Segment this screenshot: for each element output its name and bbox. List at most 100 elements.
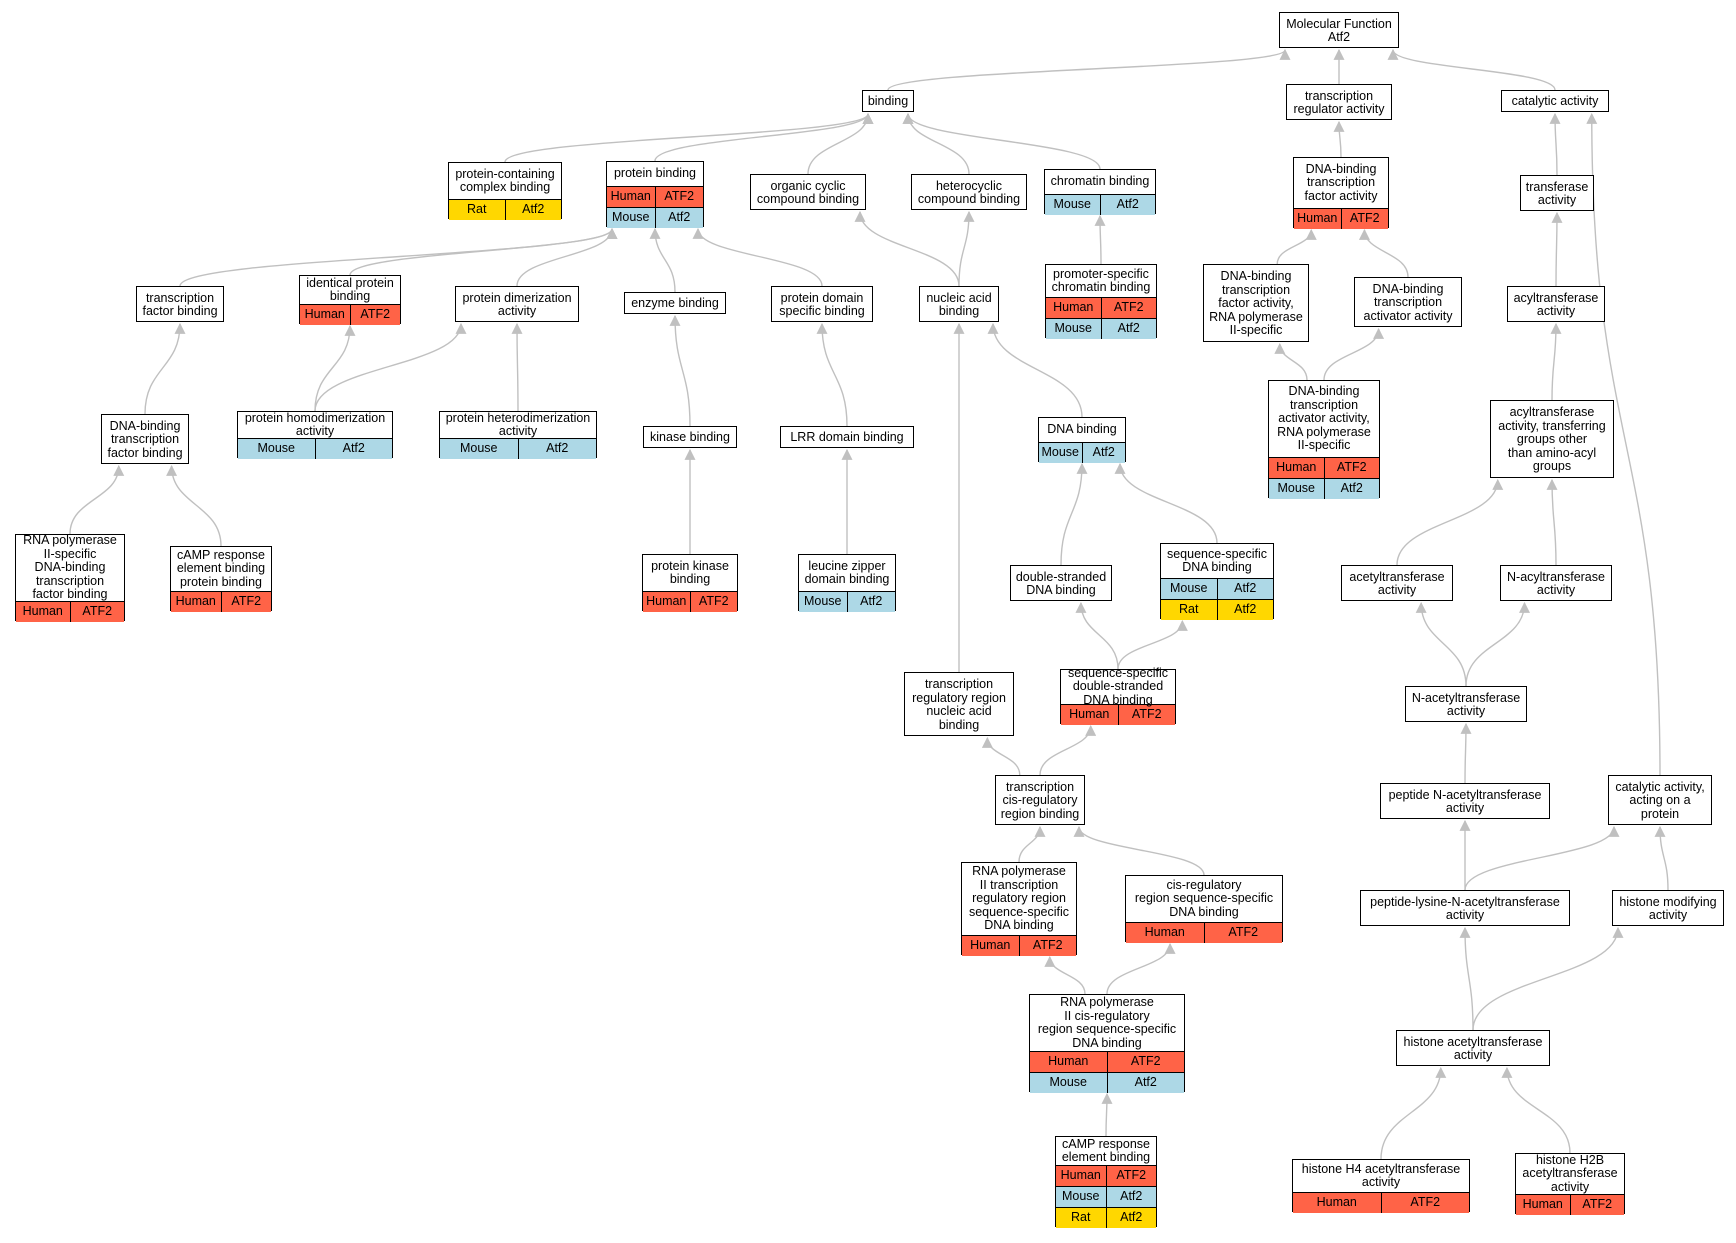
go-term-node-camp1[interactable]: cAMP response element binding protein bi… — [170, 546, 272, 612]
go-term-node-dbtfa2[interactable]: DNA-binding transcription factor activit… — [1203, 264, 1309, 342]
gene-cell: Atf2 — [1216, 600, 1274, 620]
edge-acyl2-to-acyl — [1550, 322, 1562, 401]
go-term-node-occb[interactable]: organic cyclic compound binding — [750, 174, 866, 210]
go-term-node-hma[interactable]: histone modifying activity — [1612, 890, 1724, 926]
go-term-label: binding — [867, 94, 909, 109]
go-term-label: RNA polymerase II cis-regulatory region … — [1037, 995, 1177, 1050]
go-term-node-mf[interactable]: Molecular Function Atf2 — [1279, 12, 1399, 48]
species-cell: Mouse — [1169, 581, 1208, 596]
go-term-node-acyl2[interactable]: acyltransferase activity, transferring g… — [1490, 400, 1614, 478]
edge-dbtaa2-to-dbtfa2 — [1274, 342, 1308, 381]
go-term-node-pda[interactable]: protein dimerization activity — [455, 286, 579, 322]
go-term-node-pdsb[interactable]: protein domain specific binding — [771, 286, 873, 322]
go-term-label: protein kinase binding — [651, 558, 729, 586]
edge-h4-to-haa — [1380, 1066, 1447, 1160]
go-term-node-trrnab[interactable]: transcription regulatory region nucleic … — [904, 672, 1014, 736]
go-term-label: cis-regulatory region sequence-specific … — [1134, 877, 1274, 919]
go-term-label: RNA polymerase II transcription regulato… — [968, 864, 1070, 933]
edge-cb-to-binding — [902, 112, 1101, 170]
species-cell: Human — [1316, 1195, 1357, 1210]
edge-caap-to-cat — [1586, 112, 1661, 776]
go-term-label: histone H4 acetyltransferase activity — [1301, 1161, 1461, 1189]
go-term-node-dsdb[interactable]: double-stranded DNA binding — [1010, 565, 1112, 601]
species-cell: Mouse — [803, 594, 842, 609]
species-cell: Human — [970, 938, 1011, 953]
go-term-node-dbtaa2[interactable]: DNA-binding transcription activator acti… — [1268, 380, 1380, 499]
go-term-label: N-acyltransferase activity — [1507, 569, 1605, 597]
edge-pccb-to-binding — [504, 112, 874, 163]
gene-cell: Atf2 — [1100, 319, 1157, 339]
go-term-node-rnap[interactable]: RNA polymerase II-specific DNA-binding t… — [15, 534, 125, 622]
go-term-label: transcription regulatory region nucleic … — [912, 677, 1006, 732]
go-term-node-plna[interactable]: peptide-lysine-N-acetyltransferase activ… — [1360, 890, 1570, 926]
go-term-node-hccb[interactable]: heterocyclic compound binding — [911, 174, 1027, 210]
go-term-node-dbtfb[interactable]: DNA-binding transcription factor binding — [101, 414, 189, 464]
go-term-node-rnap2[interactable]: RNA polymerase II transcription regulato… — [961, 862, 1077, 956]
go-term-node-tcrrb[interactable]: transcription cis-regulatory region bind… — [995, 775, 1085, 825]
go-term-node-trans[interactable]: transferase activity — [1520, 175, 1594, 211]
edge-tcrrb-to-trrnab — [981, 736, 1021, 776]
go-term-node-acyl[interactable]: acyltransferase activity — [1507, 286, 1605, 322]
go-term-node-kb[interactable]: kinase binding — [643, 426, 737, 448]
go-term-label: identical protein binding — [306, 275, 394, 303]
go-term-node-nacyl[interactable]: N-acyltransferase activity — [1500, 565, 1612, 601]
go-term-label: acyltransferase activity, transferring g… — [1498, 405, 1606, 474]
gene-cell: ATF2 — [654, 187, 704, 207]
go-term-node-nab[interactable]: nucleic acid binding — [919, 286, 999, 322]
go-term-label: protein homodimerization activity — [244, 410, 386, 438]
go-term-node-acetyl[interactable]: acetyltransferase activity — [1341, 565, 1453, 601]
go-term-node-dbtfa[interactable]: DNA-binding transcription factor activit… — [1293, 157, 1389, 229]
go-term-node-haa[interactable]: histone acetyltransferase activity — [1396, 1030, 1550, 1066]
go-term-node-binding[interactable]: binding — [862, 90, 914, 112]
species-cell: Mouse — [257, 441, 296, 456]
edge-ssdsdb-to-dsdb — [1075, 601, 1119, 670]
go-term-node-tra[interactable]: transcription regulator activity — [1286, 84, 1392, 120]
edge-pb-to-binding — [654, 112, 874, 162]
go-term-node-crss[interactable]: cis-regulatory region sequence-specific … — [1125, 875, 1283, 943]
go-term-label: histone acetyltransferase activity — [1403, 1034, 1543, 1062]
go-term-label: catalytic activity — [1511, 94, 1599, 109]
species-cell: Mouse — [1277, 481, 1316, 496]
edge-pda-to-pb — [516, 227, 618, 287]
species-cell: Human — [1053, 300, 1094, 315]
go-term-node-lrr[interactable]: LRR domain binding — [780, 426, 914, 448]
go-term-label: chromatin binding — [1050, 174, 1150, 189]
go-term-label: cAMP response element binding — [1061, 1136, 1151, 1164]
edge-dsdb-to-dnab — [1060, 462, 1088, 566]
go-term-node-nacet[interactable]: N-acetyltransferase activity — [1405, 686, 1527, 722]
go-term-node-dbtaa[interactable]: DNA-binding transcription activator acti… — [1354, 277, 1462, 327]
go-term-node-cat[interactable]: catalytic activity — [1501, 90, 1609, 112]
go-term-node-tfb[interactable]: transcription factor binding — [136, 286, 224, 322]
gene-cell: ATF2 — [1105, 1166, 1157, 1186]
go-term-node-rnap3[interactable]: RNA polymerase II cis-regulatory region … — [1029, 994, 1185, 1093]
species-cell: Human — [646, 594, 687, 609]
go-term-label: sequence-specific double-stranded DNA bi… — [1067, 665, 1169, 707]
go-term-node-ssdsdb[interactable]: sequence-specific double-stranded DNA bi… — [1060, 665, 1176, 725]
go-term-node-pna[interactable]: peptide N-acetyltransferase activity — [1380, 783, 1550, 819]
go-term-node-caap[interactable]: catalytic activity, acting on a protein — [1608, 775, 1712, 825]
go-term-node-eb[interactable]: enzyme binding — [624, 292, 726, 314]
